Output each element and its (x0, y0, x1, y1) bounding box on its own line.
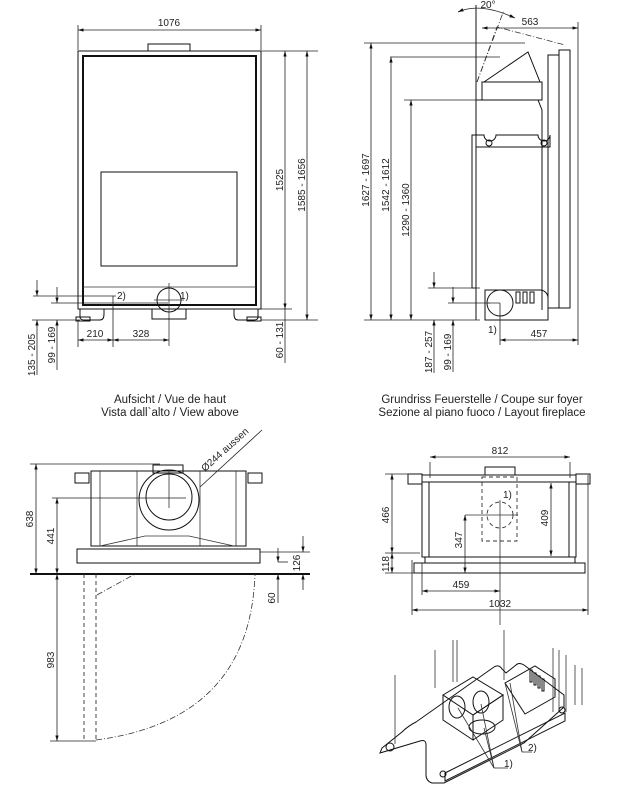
callout-front-1: 1) (180, 291, 189, 302)
dim-top-depth-center: 441 (46, 527, 57, 544)
dim-plan-depth: 466 (381, 506, 392, 523)
front-body-outline (77, 50, 262, 310)
caption-plan-view-line2: Sezione al piano fuoco / Layout fireplac… (378, 407, 586, 419)
dim-front-offset-left: 210 (87, 329, 104, 340)
dim-plan-center-depth: 347 (454, 531, 465, 548)
front-door-frame (82, 55, 257, 306)
dim-top-door-radius: 983 (46, 651, 57, 668)
dim-front-offset-center: 328 (133, 329, 150, 340)
front-glass (100, 171, 238, 267)
dim-plan-front: 118 (381, 556, 392, 572)
dim-plan-inner-width: 812 (492, 446, 509, 457)
caption-plan-view: Grundriss Feuerstelle / Coupe sur foyer … (350, 394, 614, 420)
dim-plan-center-offset: 459 (453, 580, 470, 591)
iso-view: 1) 2) (379, 630, 583, 784)
dim-front-conn2-height: 135 - 205 (27, 333, 38, 376)
dim-side-angle: 20° (480, 0, 495, 11)
dim-side-height-mid: 1542 - 1612 (381, 158, 392, 212)
caption-top-view: Aufsicht / Vue de haut Vista dall`alto /… (40, 394, 300, 420)
callout-iso-2: 2) (528, 743, 537, 754)
dim-top-depth-total: 638 (25, 510, 36, 527)
callout-plan-1: 1) (503, 490, 512, 501)
front-view: 1076 1525 1585 - 1656 60 - 131 2) 1) 135… (27, 18, 318, 376)
front-top-collar (147, 43, 191, 52)
dim-side-conn-a: 187 - 257 (424, 330, 435, 373)
dim-front-conn1-height: 99 - 169 (47, 326, 58, 363)
dim-side-depth-top: 563 (522, 17, 539, 28)
dim-top-frame: 126 (292, 554, 303, 571)
callout-side-1: 1) (488, 325, 497, 336)
dim-plan-inner-depth: 409 (540, 509, 551, 526)
dim-front-body-height: 1525 (275, 168, 286, 191)
dim-front-width: 1076 (158, 18, 181, 29)
dim-side-height-low: 1290 - 1360 (401, 183, 412, 237)
dim-front-feet: 60 - 131 (275, 321, 286, 358)
dim-side-conn-b: 99 - 169 (443, 333, 454, 370)
caption-top-view-line1: Aufsicht / Vue de haut (113, 394, 227, 406)
caption-plan-view-line1: Grundriss Feuerstelle / Coupe sur foyer (381, 394, 583, 406)
callout-iso-1: 1) (504, 759, 513, 770)
side-view: 20° 563 1627 - 1697 1542 - 1612 1290 - 1… (361, 0, 579, 373)
dim-side-height-max: 1627 - 1697 (361, 153, 372, 207)
plan-view: 1) 812 466 118 409 347 459 1032 (381, 446, 591, 625)
dim-top-offset: 60 (267, 592, 278, 604)
dim-plan-outer-width: 1032 (489, 599, 512, 610)
caption-top-view-line2: Vista dall`alto / View above (101, 407, 239, 419)
dim-side-depth-bottom: 457 (531, 329, 548, 340)
dim-front-total-height: 1585 - 1656 (297, 158, 308, 212)
top-view: Ø244 aussen 638 441 983 126 60 (25, 426, 310, 742)
callout-front-2: 2) (117, 291, 126, 302)
dim-top-diameter: Ø244 aussen (200, 426, 252, 474)
